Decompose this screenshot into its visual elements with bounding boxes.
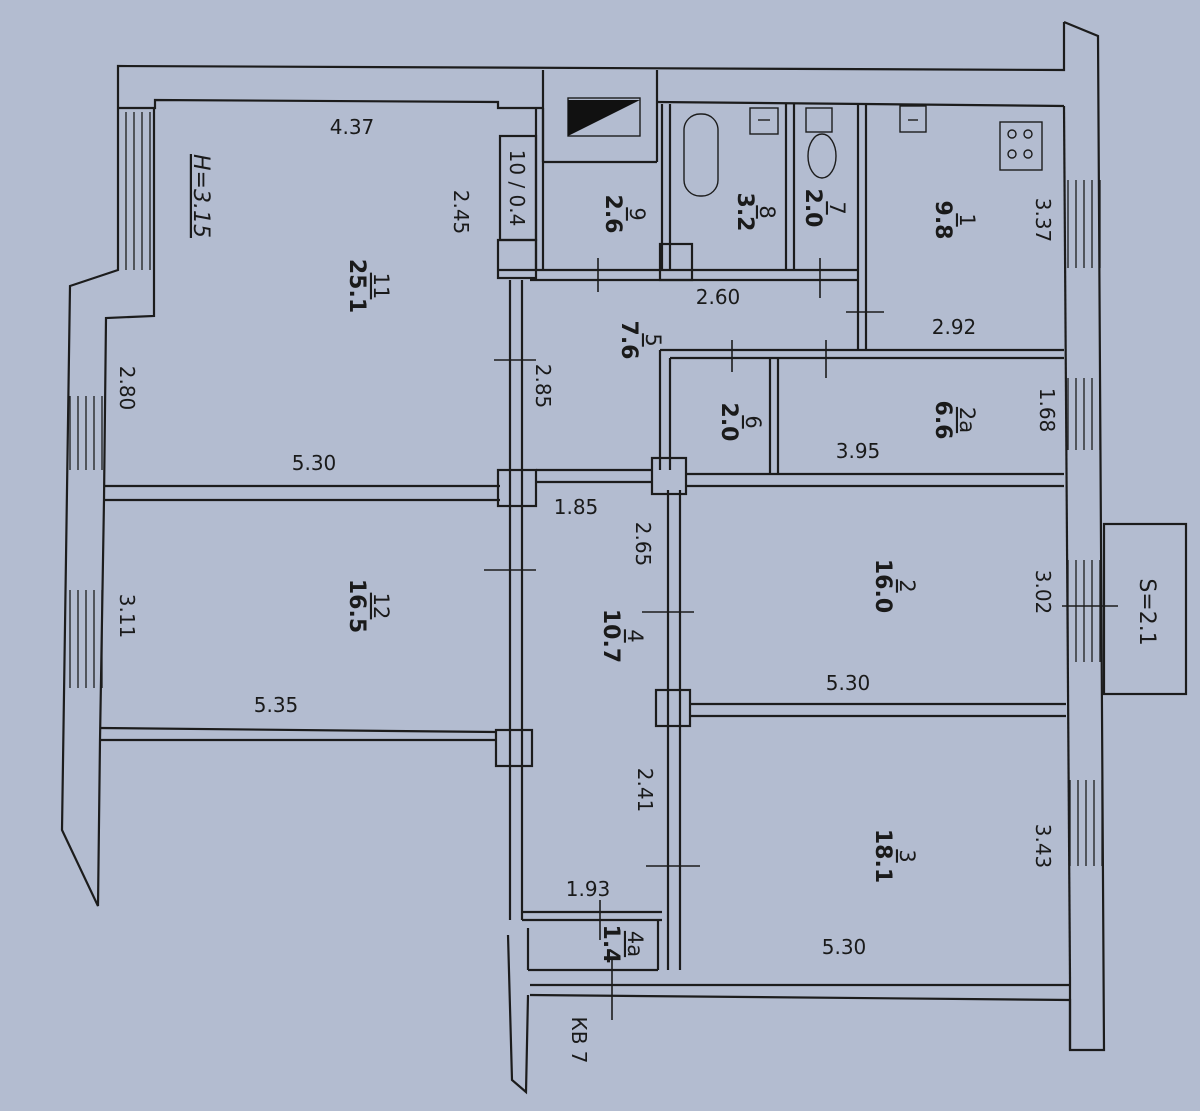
- room-12-area: 16.5: [344, 579, 369, 633]
- room-10-label: 10 / 0.4: [505, 150, 529, 227]
- dimension-label: 3.11: [115, 594, 139, 639]
- door-marks: [484, 258, 1118, 1020]
- room-1-number: 1: [955, 213, 979, 226]
- balcony: [1102, 522, 1188, 696]
- room-6-area: 2.0: [716, 403, 741, 442]
- room-4a-area: 1.4: [598, 925, 623, 964]
- dimension-label: 2.80: [115, 366, 139, 411]
- room-1-area: 9.8: [930, 201, 955, 240]
- room-5-number: 5: [641, 333, 665, 346]
- balcony-area-label: S=2.1: [1134, 578, 1159, 645]
- ventilation-shaft: [567, 97, 641, 137]
- window-room11-lower: [69, 396, 103, 470]
- dimension-label: 5.35: [254, 693, 299, 717]
- dimension-label: 1.85: [554, 495, 599, 519]
- columns: [494, 238, 694, 768]
- room-8-area: 3.2: [732, 193, 757, 232]
- dimension-label: 2.41: [633, 768, 657, 813]
- dimension-label: 2.92: [932, 315, 977, 339]
- dimension-label: 3.02: [1031, 570, 1055, 615]
- window-room11: [117, 112, 151, 270]
- window-room2a: [1067, 378, 1101, 450]
- room-11-number: 11: [369, 273, 393, 300]
- dimension-label: 3.95: [836, 439, 881, 463]
- window-room2: [1067, 560, 1101, 662]
- dimension-label: 2.85: [531, 364, 555, 409]
- room-2a-number: 2a: [955, 407, 979, 433]
- room-9-area: 2.6: [600, 195, 625, 234]
- dimension-label: 2.65: [631, 522, 655, 567]
- room-3-number: 3: [895, 849, 919, 862]
- apartment-label: КВ 7: [567, 1016, 591, 1063]
- kitchen-sink-icon: [899, 105, 927, 133]
- room-10-number: 10: [505, 150, 529, 175]
- dimension-label: 1.93: [566, 877, 611, 901]
- room-7-area: 2.0: [800, 189, 825, 228]
- dimension-label: 3.43: [1031, 824, 1055, 869]
- room-2-area: 16.0: [870, 559, 895, 613]
- dimension-label: 5.30: [822, 935, 867, 959]
- ceiling-height-label: H=3.15: [188, 154, 213, 238]
- dimension-label: 1.68: [1035, 388, 1059, 433]
- room-4-area: 10.7: [598, 609, 623, 663]
- window-room12: [69, 590, 103, 688]
- dimension-label: 4.37: [330, 115, 375, 139]
- room-2a-area: 6.6: [930, 401, 955, 440]
- room-5-area: 7.6: [616, 321, 641, 360]
- window-room3: [1069, 780, 1103, 866]
- room-3-area: 18.1: [870, 829, 895, 883]
- room-9-number: 9: [625, 207, 649, 220]
- room-7-number: 7: [825, 201, 849, 214]
- room-2-number: 2: [895, 579, 919, 592]
- dimension-label: 5.30: [826, 671, 871, 695]
- toilet-icon: [805, 107, 837, 179]
- room-4a-number: 4a: [623, 931, 647, 957]
- room-6-number: 6: [741, 415, 765, 428]
- dimension-label: 5.30: [292, 451, 337, 475]
- stove-icon: [999, 121, 1043, 171]
- room-10-slash: /: [505, 175, 529, 194]
- dimension-label: 2.60: [696, 285, 741, 309]
- room-11-area: 25.1: [344, 259, 369, 313]
- dimension-label: 3.37: [1031, 198, 1055, 243]
- room-4-number: 4: [623, 629, 647, 642]
- dimension-label: 2.45: [449, 190, 473, 235]
- room-12-number: 12: [369, 593, 393, 620]
- sink-icon: [749, 107, 779, 135]
- bathtub-icon: [683, 113, 719, 197]
- outer-walls: [60, 20, 1106, 1095]
- room-10-area: 0.4: [505, 195, 529, 227]
- window-room1: [1067, 180, 1101, 268]
- interior-walls: [99, 104, 1066, 972]
- room-8-number: 8: [755, 205, 779, 218]
